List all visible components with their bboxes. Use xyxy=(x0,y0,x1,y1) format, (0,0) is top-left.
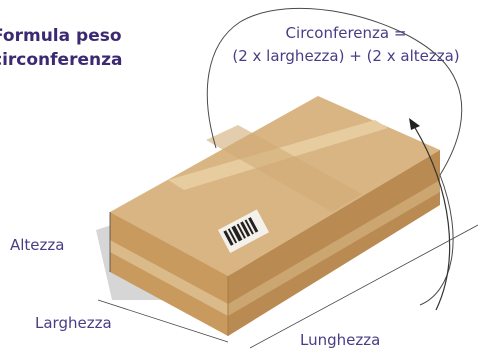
title-line-1: Formula peso xyxy=(0,26,122,46)
box-front-tape xyxy=(228,180,440,316)
girth-formula: Circonferenza = (2 x larghezza) + (2 x a… xyxy=(200,22,492,68)
box-side-tape xyxy=(110,240,228,316)
box-top-tape-shade xyxy=(206,125,362,212)
girth-loop xyxy=(206,7,463,176)
title-line-2: circonferenza xyxy=(0,50,123,70)
larghezza-label: Larghezza xyxy=(35,314,112,332)
girth-loop-lower xyxy=(419,174,454,306)
formula-line-1: Circonferenza = xyxy=(285,24,407,42)
altezza-label: Altezza xyxy=(10,236,65,254)
lunghezza-dim-line xyxy=(249,224,479,349)
formula-line-2: (2 x larghezza) + (2 x altezza) xyxy=(232,47,460,65)
diagram-title: Formula peso circonferenza xyxy=(0,24,122,72)
arrow-head-icon xyxy=(409,118,420,130)
shipping-label xyxy=(218,209,270,253)
larghezza-dim-line xyxy=(97,299,229,343)
girth-arrow xyxy=(413,125,451,311)
lunghezza-label: Lunghezza xyxy=(300,331,381,349)
box-top-face xyxy=(110,96,440,276)
